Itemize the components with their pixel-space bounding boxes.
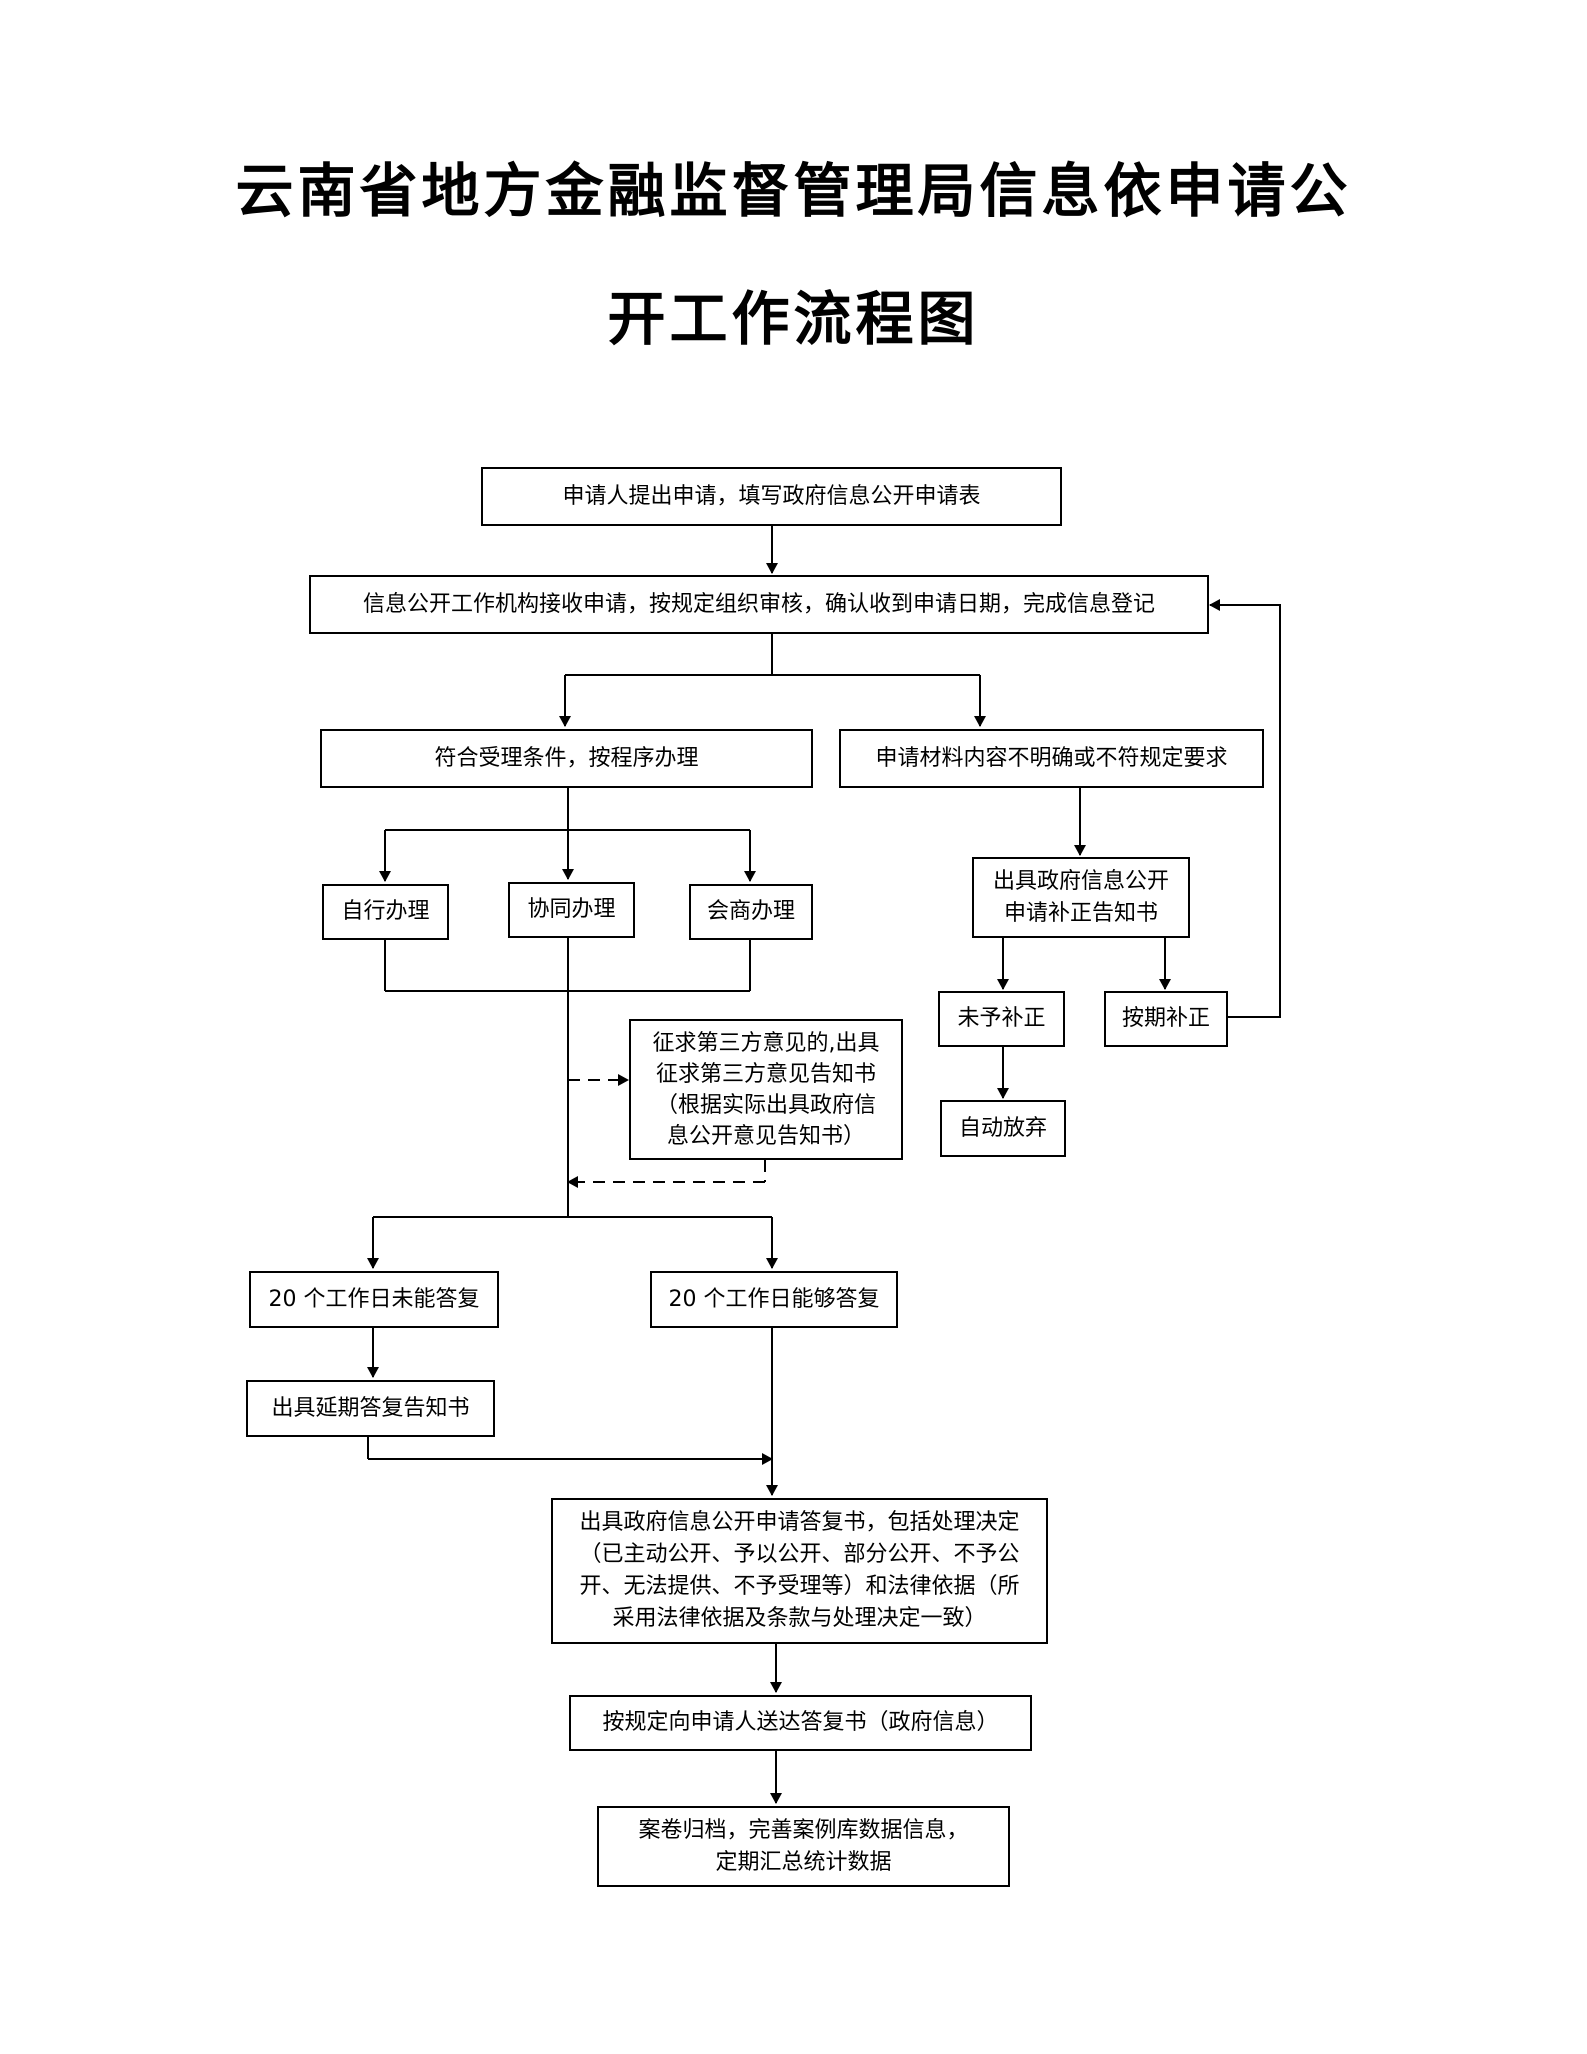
step-unclear: 申请材料内容不明确或不符规定要求 xyxy=(839,729,1264,788)
step-not-in-20-days: 20 个工作日未能答复 xyxy=(249,1271,499,1328)
step-consult: 会商办理 xyxy=(689,884,813,940)
step-notice-correct: 出具政府信息公开 申请补正告知书 xyxy=(972,857,1190,938)
step-correct-on-time: 按期补正 xyxy=(1104,991,1228,1047)
step-apply: 申请人提出申请，填写政府信息公开申请表 xyxy=(481,467,1062,526)
step-archive: 案卷归档，完善案例库数据信息， 定期汇总统计数据 xyxy=(597,1806,1010,1887)
step-self: 自行办理 xyxy=(322,884,449,940)
arrow-correct-loop-back xyxy=(1209,599,1281,1018)
step-receive: 信息公开工作机构接收申请，按规定组织审核，确认收到申请日期，完成信息登记 xyxy=(309,575,1209,634)
page-title-line-2: 开工作流程图 xyxy=(607,285,980,353)
page-title-line-1: 云南省地方金融监督管理局信息依申请公 xyxy=(235,157,1352,225)
step-deliver: 按规定向申请人送达答复书（政府信息） xyxy=(569,1695,1032,1751)
step-reply: 出具政府信息公开申请答复书，包括处理决定 （已主动公开、予以公开、部分公开、不予… xyxy=(551,1498,1048,1644)
step-accept: 符合受理条件，按程序办理 xyxy=(320,729,813,788)
step-coop: 协同办理 xyxy=(508,882,635,938)
step-no-correct: 未予补正 xyxy=(938,991,1065,1047)
step-in-20-days: 20 个工作日能够答复 xyxy=(650,1271,898,1328)
step-extension: 出具延期答复告知书 xyxy=(246,1380,495,1437)
step-abandon: 自动放弃 xyxy=(940,1100,1066,1157)
step-third-party: 征求第三方意见的,出具 征求第三方意见告知书 （根据实际出具政府信 息公开意见告… xyxy=(629,1019,903,1160)
